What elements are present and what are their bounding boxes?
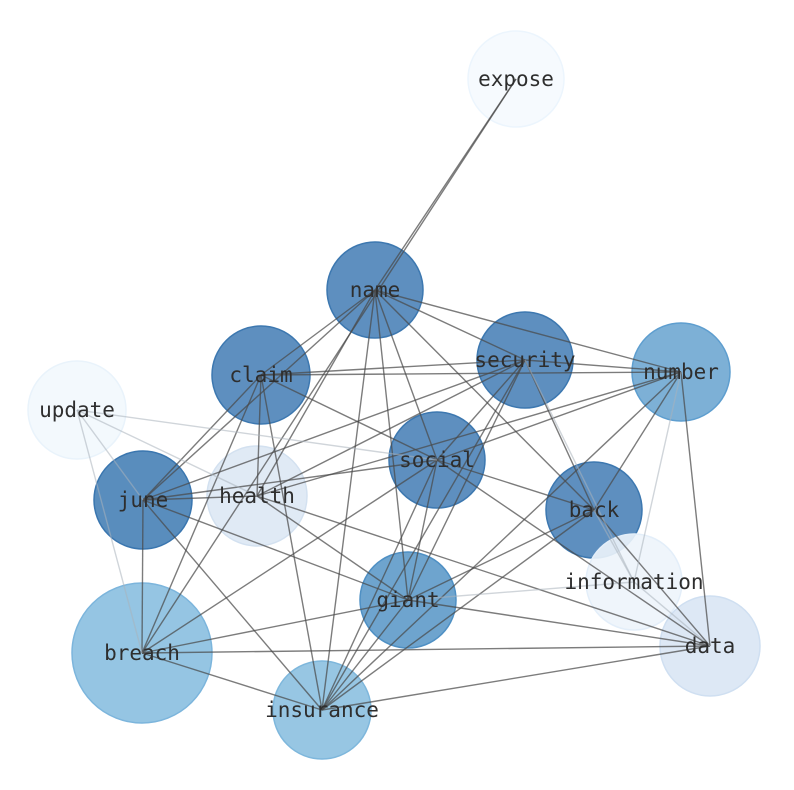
edge-name-back <box>374 289 595 511</box>
edge-number-data <box>680 371 711 647</box>
edge-name-giant <box>374 289 409 601</box>
edge-back-insurance <box>321 509 595 711</box>
edge-name-claim <box>260 289 376 376</box>
edge-update-social <box>76 409 438 461</box>
edge-information-giant <box>407 581 635 601</box>
edge-back-data <box>593 509 711 647</box>
edge-social-data <box>436 459 711 647</box>
edge-june-breach <box>141 499 144 654</box>
edge-number-back <box>593 371 682 511</box>
edge-health-giant <box>256 495 409 601</box>
edge-number-social <box>436 371 682 461</box>
edge-giant-breach <box>141 599 409 654</box>
edge-name-june <box>142 289 376 501</box>
edge-insurance-data <box>321 645 711 711</box>
edge-information-data <box>633 581 711 647</box>
edge-social-june <box>142 459 438 501</box>
edge-update-health <box>76 409 258 497</box>
edge-social-breach <box>141 459 438 654</box>
edge-claim-social <box>260 374 438 461</box>
edge-number-insurance <box>321 371 682 711</box>
edge-name-security <box>374 289 526 361</box>
edge-june-giant <box>142 499 409 601</box>
edge-giant-data <box>407 599 711 647</box>
edges-layer <box>76 78 711 711</box>
edge-information-security <box>524 359 635 583</box>
edge-update-breach <box>76 409 143 654</box>
edge-security-social <box>436 359 526 461</box>
edge-expose-breach <box>141 78 517 654</box>
edge-june-health <box>142 495 258 501</box>
edge-breach-data <box>141 645 711 654</box>
edge-health-number <box>256 371 682 497</box>
edge-breach-insurance <box>141 652 323 711</box>
edge-claim-june <box>142 374 262 501</box>
edge-claim-number <box>260 371 682 376</box>
edge-security-health <box>256 359 526 497</box>
edge-name-number <box>374 289 682 373</box>
edge-june-insurance <box>142 499 323 711</box>
edge-social-insurance <box>321 459 438 711</box>
edge-giant-insurance <box>321 599 409 711</box>
edge-security-insurance <box>321 359 526 711</box>
edge-claim-breach <box>141 374 262 654</box>
edge-name-insurance <box>321 289 376 711</box>
edge-social-back <box>436 459 595 511</box>
edge-social-giant <box>407 459 438 601</box>
edge-name-social <box>374 289 438 461</box>
edge-back-giant <box>407 509 595 601</box>
edge-health-data <box>256 495 711 647</box>
edge-update-june <box>76 409 144 501</box>
edge-information-number <box>633 371 682 583</box>
edge-security-june <box>142 359 526 501</box>
edge-claim-insurance <box>260 374 323 711</box>
edge-claim-security <box>260 359 526 376</box>
edge-security-number <box>524 359 682 373</box>
